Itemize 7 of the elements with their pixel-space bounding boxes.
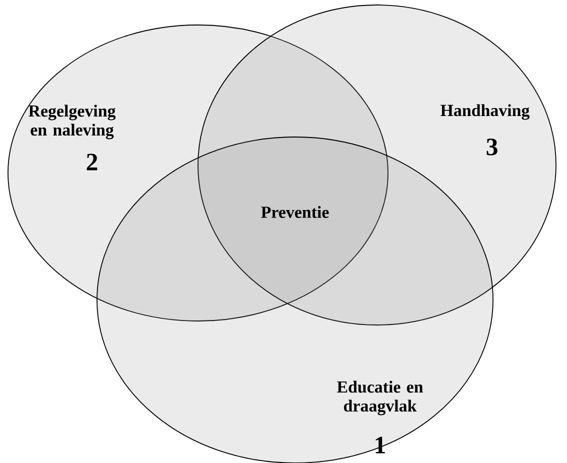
venn-circle xyxy=(198,4,556,326)
circle-label: Handhaving xyxy=(440,104,530,120)
circle-number: 2 xyxy=(86,154,98,170)
circle-label: Educatie en draagvlak xyxy=(337,380,424,416)
circle-number: 3 xyxy=(486,138,498,156)
center-label: Preventie xyxy=(261,206,329,218)
circle-label: Regelgeving en naleving xyxy=(28,104,116,140)
